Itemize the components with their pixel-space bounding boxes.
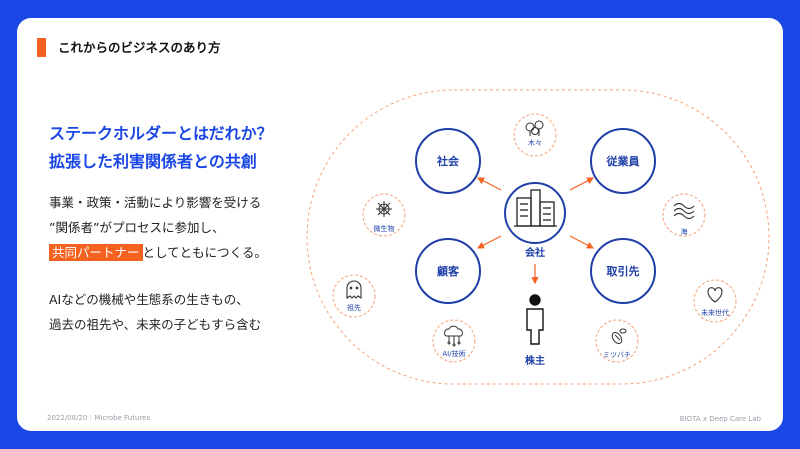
section-title: これからのビジネスのあり方 [58, 40, 221, 55]
node-trees-label: 木々 [528, 138, 542, 147]
trees-icon [525, 120, 544, 136]
wave-icon [673, 202, 695, 220]
body-line-2: ”関係者”がプロセスに参加し、 [49, 220, 225, 235]
node-company-label: 会社 [525, 246, 545, 259]
highlight-partner: 共同パートナー [49, 244, 143, 261]
node-shareholder: 株主 [525, 294, 545, 367]
node-partners-label: 取引先 [607, 264, 640, 278]
slide: これからのビジネスのあり方 ステークホルダーとはだれか？ 拡張した利害関係者との… [17, 18, 783, 431]
headline-line-2: 拡張した利害関係者との共創 [49, 152, 257, 171]
cloud-network-icon [444, 325, 463, 347]
arrow-to-customers [476, 235, 502, 249]
node-bees-label: ミツバチ [603, 351, 631, 359]
node-society-label: 社会 [436, 154, 460, 168]
node-microbes: 微生物 [362, 193, 406, 237]
arrow-to-partners [569, 235, 595, 249]
person-icon [526, 294, 544, 345]
node-ai: AI/技術 [432, 319, 476, 363]
arrow-to-employees [569, 177, 595, 191]
footer-right: BIOTA x Deep Care Lab [679, 415, 761, 423]
building-icon [514, 189, 557, 227]
ghost-icon [346, 280, 362, 300]
node-employees: 従業員 [590, 128, 656, 194]
node-future: 未来世代 [693, 279, 737, 323]
footer-left: 2022/08/20｜Microbe Futures [47, 414, 151, 422]
heart-icon [707, 287, 723, 303]
arrow-to-society [476, 177, 502, 191]
bee-icon [611, 328, 627, 344]
body-line-5: 過去の祖先や、未来の子どもすら含む [49, 317, 262, 332]
body-line-3-rest: としてともにつくる。 [142, 245, 267, 260]
stakeholder-diagram: 社会 従業員 顧客 取引先 会社 [306, 89, 770, 385]
node-employees-label: 従業員 [606, 154, 640, 168]
node-partners: 取引先 [590, 238, 656, 304]
accent-bar [37, 38, 46, 57]
node-future-label: 未来世代 [701, 308, 729, 317]
node-ancestors: 祖先 [332, 274, 376, 318]
outer-boundary [306, 89, 770, 385]
node-sea-label: 海 [681, 227, 688, 236]
node-shareholder-label: 株主 [525, 354, 545, 367]
node-microbes-label: 微生物 [374, 224, 395, 233]
node-ancestors-label: 祖先 [347, 303, 361, 312]
headline-line-1: ステークホルダーとはだれか？ [49, 124, 273, 143]
node-customers-label: 顧客 [437, 264, 460, 278]
microbe-icon [376, 201, 392, 217]
body-line-4: AIなどの機械や生態系の生きもの、 [49, 292, 249, 307]
node-bees: ミツバチ [595, 319, 639, 363]
node-customers: 顧客 [415, 238, 481, 304]
node-trees: 木々 [513, 113, 557, 157]
headline: ステークホルダーとはだれか？ 拡張した利害関係者との共創 [49, 120, 273, 176]
node-ai-label: AI/技術 [442, 349, 465, 358]
body-text: 事業・政策・活動により影響を受ける ”関係者”がプロセスに参加し、 共同パートナ… [49, 190, 267, 337]
node-society: 社会 [415, 128, 481, 194]
body-line-3: 共同パートナーとしてともにつくる。 [49, 240, 267, 265]
node-sea: 海 [662, 193, 706, 237]
body-line-1: 事業・政策・活動により影響を受ける [49, 195, 262, 210]
node-company: 会社 [504, 182, 566, 259]
